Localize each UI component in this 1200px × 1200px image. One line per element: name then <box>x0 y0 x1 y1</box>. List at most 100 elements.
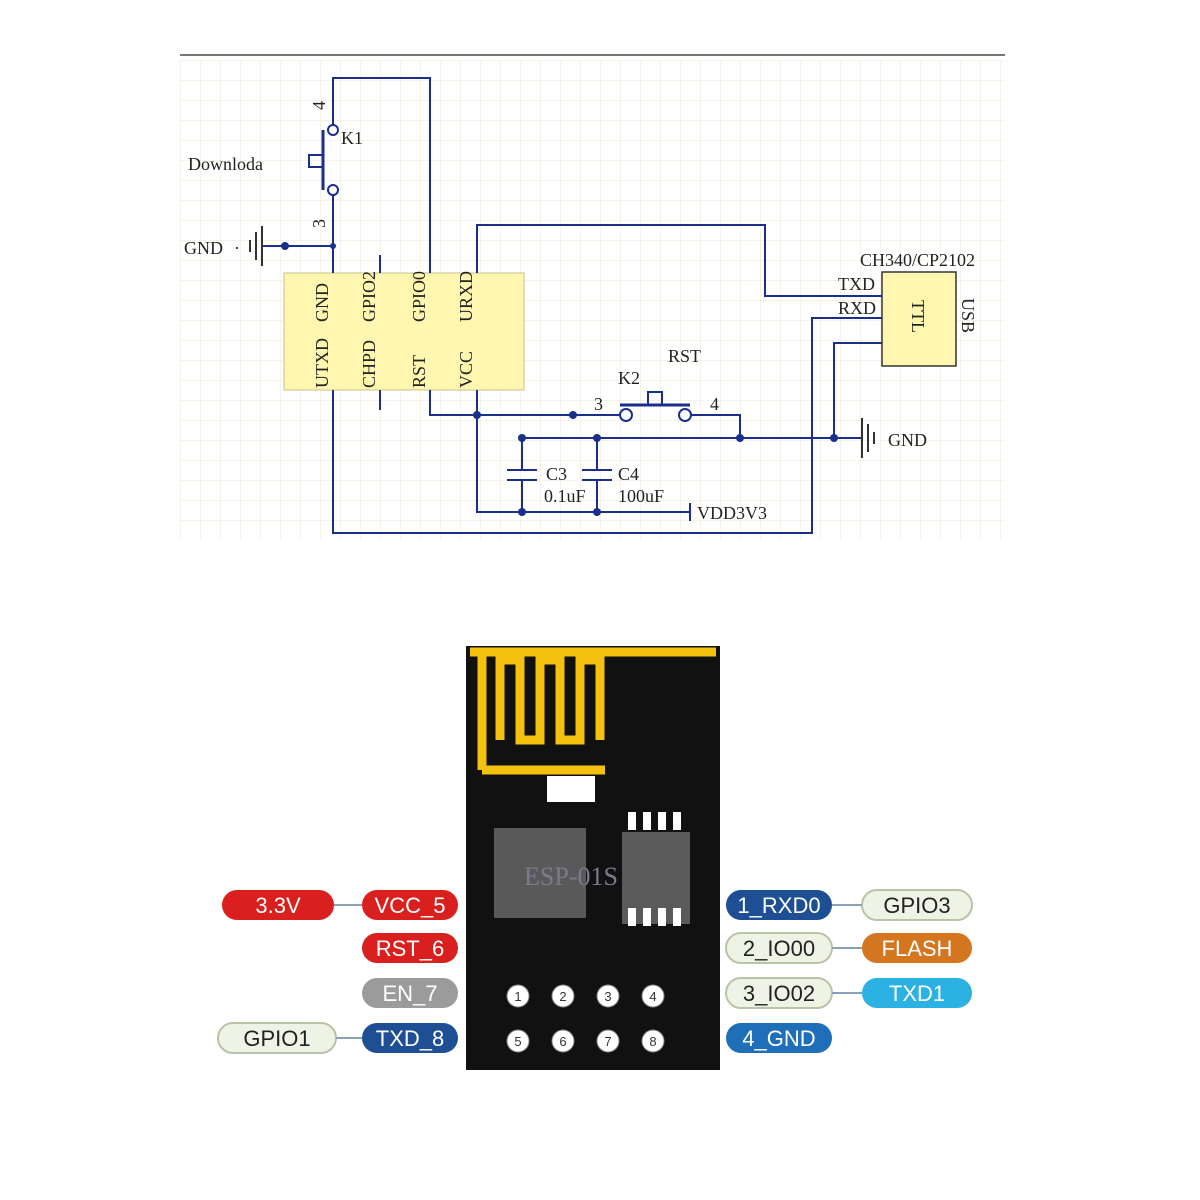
header-pin-3: 3 <box>596 984 620 1008</box>
left-pin-6-text: RST_6 <box>376 936 444 961</box>
header-pin-number: 5 <box>514 1034 521 1049</box>
k1-label: K1 <box>341 128 363 148</box>
c3-value: 0.1uF <box>544 486 586 506</box>
flash-chip <box>622 832 690 924</box>
usb-chip-name: CH340/CP2102 <box>860 250 975 270</box>
k2-contact-left <box>619 408 633 422</box>
pcb-label-patch <box>547 776 595 802</box>
left-pin-7: EN_7 <box>362 978 458 1008</box>
esp-board <box>466 646 720 1070</box>
header-pin-8: 8 <box>641 1029 665 1053</box>
gnd-left-dot: · <box>234 238 240 258</box>
schematic-diagram: GND GPIO2 GPIO0 URXD UTXD CHPD RST VCC 4… <box>180 54 1005 540</box>
esp-chip-label: ESP-01S <box>524 862 618 891</box>
k1-contact-bottom <box>327 184 339 196</box>
left-func-8: GPIO1 <box>217 1022 337 1054</box>
left-pin-5: VCC_5 <box>362 890 458 920</box>
header-pin-number: 1 <box>514 989 521 1004</box>
header-pin-number: 8 <box>649 1034 656 1049</box>
right-pin-4: 4_GND <box>726 1023 832 1053</box>
antenna-trace <box>470 647 716 775</box>
pin-label-urxd: URXD <box>456 271 476 322</box>
esp-module-block <box>283 272 525 391</box>
header-pin-number: 7 <box>604 1034 611 1049</box>
k2-button <box>647 391 663 406</box>
ground-right-symbol <box>861 418 875 458</box>
left-func-5-text: 3.3V <box>255 893 301 918</box>
junction-c3-bottom <box>518 508 526 516</box>
usb-txd-label: TXD <box>838 274 875 294</box>
usb-ttl-label: TTL <box>908 300 928 333</box>
gnd-right-label: GND <box>888 430 927 450</box>
k1-contact-top <box>327 124 339 136</box>
right-func-3: TXD1 <box>862 978 972 1008</box>
header-pin-4: 4 <box>641 984 665 1008</box>
header-pin-2: 2 <box>551 984 575 1008</box>
wire-rst-k2 <box>429 390 620 416</box>
junction-vcc <box>473 411 481 419</box>
c3-label: C3 <box>546 464 567 484</box>
reset-caption: RST <box>668 346 701 366</box>
header-pin-1: 1 <box>506 984 530 1008</box>
junction-k2-node <box>736 434 744 442</box>
right-pin-4-text: 4_GND <box>742 1026 815 1051</box>
header-pin-5: 5 <box>506 1029 530 1053</box>
wire-usb-gnd <box>833 342 882 438</box>
header-pin-number: 4 <box>649 989 656 1004</box>
pin-label-rst: RST <box>409 355 429 388</box>
left-pin-7-text: EN_7 <box>382 981 437 1006</box>
right-func-1: GPIO3 <box>861 889 973 921</box>
left-pin-8-text: TXD_8 <box>376 1026 444 1051</box>
right-pin-3-text: 3_IO02 <box>743 981 815 1006</box>
usb-chip-block <box>881 271 957 367</box>
pin-label-vcc: VCC <box>456 351 476 388</box>
usb-usb-label: USB <box>958 298 978 333</box>
k1-button <box>308 154 324 168</box>
right-pin-2: 2_IO00 <box>725 932 833 964</box>
wire-utxd-rxd <box>332 317 882 534</box>
vdd-label: VDD3V3 <box>697 503 767 523</box>
junction-gnd-left <box>281 242 289 250</box>
wire-k2-node <box>690 414 741 438</box>
junction-c4-top <box>593 434 601 442</box>
right-func-1-text: GPIO3 <box>883 893 950 918</box>
header-pin-7: 7 <box>596 1029 620 1053</box>
k1-pin-bottom: 3 <box>309 219 329 228</box>
right-pin-2-text: 2_IO00 <box>743 936 815 961</box>
k2-pin-right: 4 <box>710 394 719 414</box>
k1-caption: Downloda <box>188 154 263 174</box>
junction-c4-bottom <box>593 508 601 516</box>
pin-label-gnd: GND <box>312 283 332 322</box>
header-pin-number: 3 <box>604 989 611 1004</box>
header-pin-6: 6 <box>551 1029 575 1053</box>
gnd-left-label: GND <box>184 238 223 258</box>
pin-label-gpio2: GPIO2 <box>359 271 379 322</box>
pin-label-chpd: CHPD <box>359 340 379 388</box>
junction-k1-gnd <box>330 243 336 249</box>
wire-gpio0-k1 <box>332 77 431 273</box>
k2-label: K2 <box>618 368 640 388</box>
header-pin-number: 6 <box>559 1034 566 1049</box>
right-func-2-text: FLASH <box>882 936 953 961</box>
ground-left-symbol <box>249 226 263 266</box>
flash-chip-pins <box>628 812 681 926</box>
left-pin-6: RST_6 <box>362 933 458 963</box>
c4-label: C4 <box>618 464 639 484</box>
junction-gnd-rail <box>830 434 838 442</box>
right-pin-1: 1_RXD0 <box>726 890 832 920</box>
left-func-8-text: GPIO1 <box>243 1026 310 1051</box>
usb-rxd-label: RXD <box>838 298 876 318</box>
right-func-3-text: TXD1 <box>889 981 945 1006</box>
c4-value: 100uF <box>618 486 664 506</box>
left-func-5: 3.3V <box>222 890 334 920</box>
right-func-2: FLASH <box>862 933 972 963</box>
wire-urxd-txd <box>476 224 882 297</box>
pin-label-utxd: UTXD <box>312 338 332 388</box>
junction-c3-top <box>518 434 526 442</box>
pin-label-gpio0: GPIO0 <box>409 271 429 322</box>
k2-pin-left: 3 <box>594 394 603 414</box>
left-pin-5-text: VCC_5 <box>375 893 446 918</box>
k2-contact-right <box>678 408 692 422</box>
right-pin-1-text: 1_RXD0 <box>737 893 820 918</box>
header-pin-number: 2 <box>559 989 566 1004</box>
